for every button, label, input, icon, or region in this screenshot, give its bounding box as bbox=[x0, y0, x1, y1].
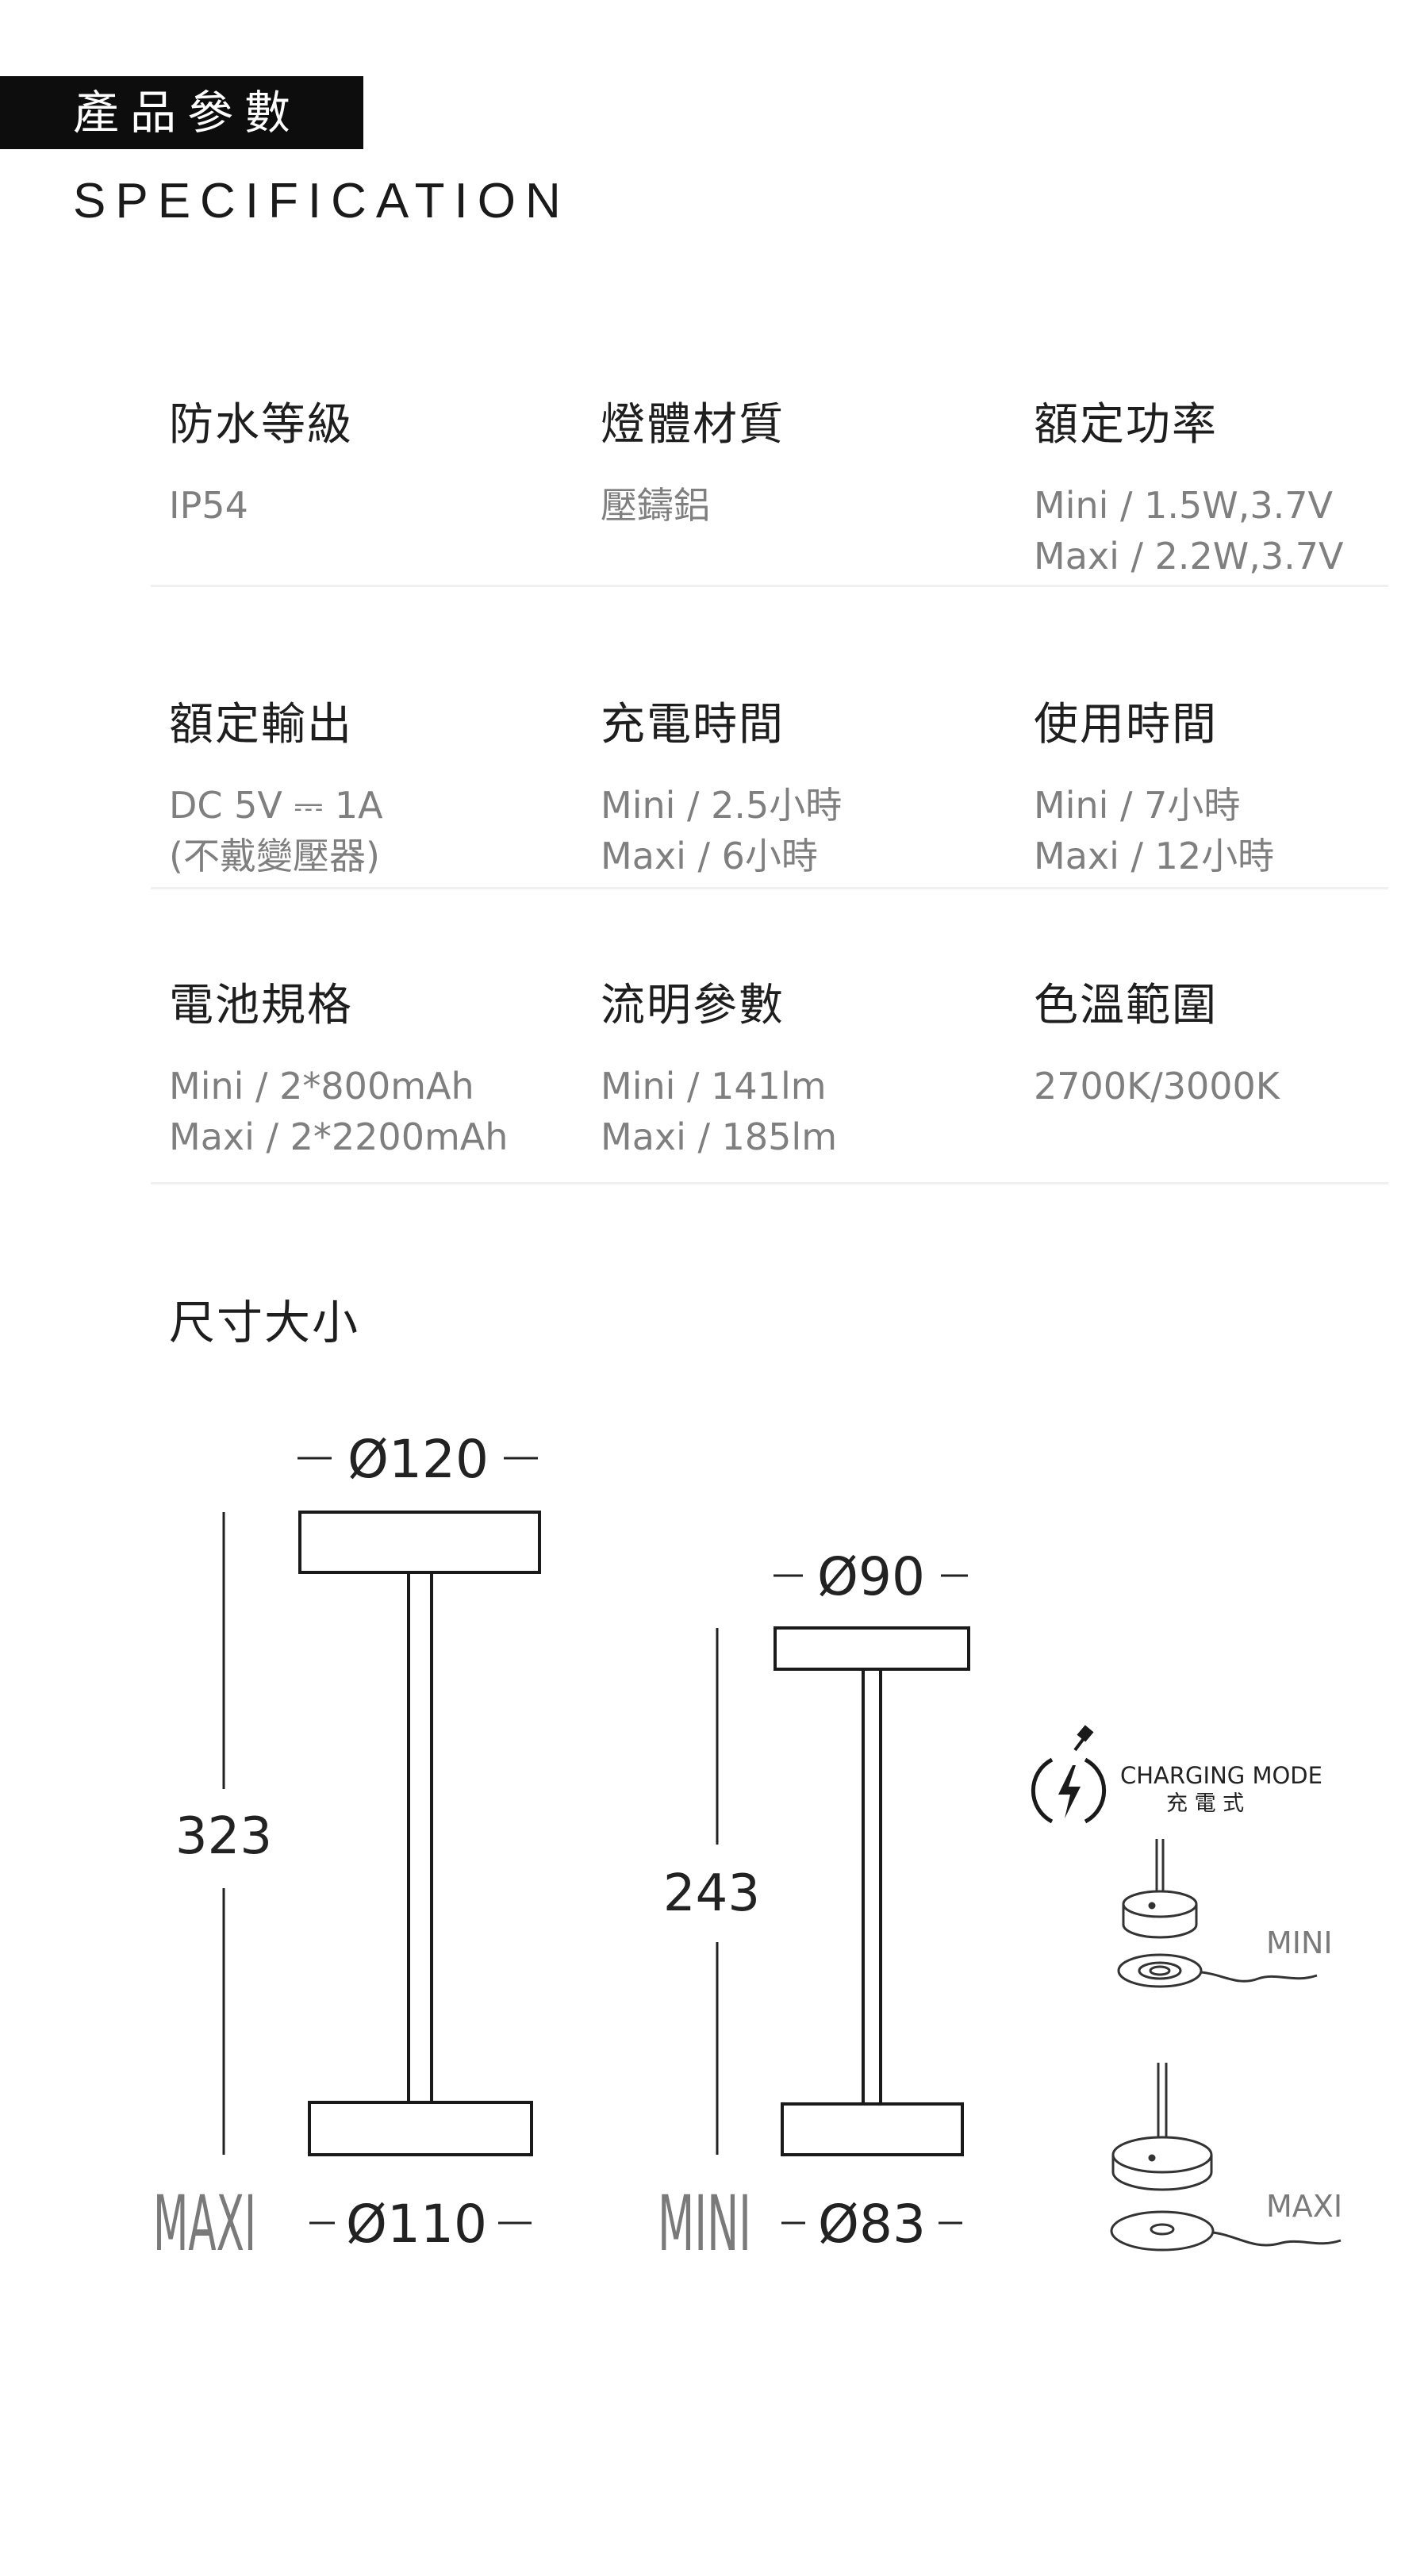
mini-lamp-stem bbox=[862, 1668, 882, 2106]
maxi-lamp-head bbox=[298, 1511, 541, 1574]
spec-value-line: Maxi / 2*2200mAh bbox=[169, 1115, 509, 1158]
maxi-top-dimension: Ø120 bbox=[298, 1429, 538, 1490]
spec-value: Mini / 7小時 Maxi / 12小時 bbox=[1034, 780, 1274, 881]
divider bbox=[151, 1182, 1388, 1184]
divider bbox=[151, 585, 1388, 587]
spec-value-line: Mini / 2*800mAh bbox=[169, 1065, 474, 1108]
spec-item-charging-time: 充電時間 Mini / 2.5小時 Maxi / 6小時 bbox=[601, 689, 842, 881]
maxi-base-diameter: Ø110 bbox=[346, 2194, 487, 2255]
charging-mode-en: CHARGING MODE bbox=[1120, 1762, 1322, 1789]
spec-value-line: Mini / 7小時 bbox=[1034, 784, 1241, 827]
spec-value: Mini / 141lm Maxi / 185lm bbox=[601, 1061, 837, 1162]
spec-item-waterproof: 防水等級 IP54 bbox=[169, 389, 353, 531]
spec-value-line: Mini / 141lm bbox=[601, 1065, 827, 1108]
spec-value-line: Maxi / 2.2W,3.7V bbox=[1034, 535, 1344, 578]
spec-label: 電池規格 bbox=[169, 980, 353, 1031]
spec-label: 額定功率 bbox=[1034, 399, 1218, 451]
maxi-lamp-base bbox=[308, 2101, 533, 2156]
maxi-height-dimension: 323 bbox=[175, 1512, 272, 2155]
size-section-title: 尺寸大小 bbox=[169, 1296, 360, 1349]
spec-label: 額定輸出 bbox=[169, 699, 353, 751]
spec-label: 充電時間 bbox=[601, 699, 785, 751]
mini-model-label: MINI bbox=[658, 2179, 751, 2268]
mini-base-diameter: Ø83 bbox=[818, 2194, 926, 2255]
section-title-en: SPECIFICATION bbox=[73, 174, 570, 228]
mini-lamp-drawing bbox=[774, 1626, 970, 2156]
maxi-top-diameter: Ø120 bbox=[347, 1429, 489, 1490]
spec-item-rated-power: 額定功率 Mini / 1.5W,3.7V Maxi / 2.2W,3.7V bbox=[1034, 389, 1344, 582]
spec-value-line: 2700K/3000K bbox=[1034, 1065, 1280, 1108]
divider bbox=[151, 887, 1388, 889]
wireless-charging-icon bbox=[1031, 1725, 1107, 1824]
mini-base-dimension: Ø83 bbox=[781, 2194, 962, 2255]
maxi-height-value: 323 bbox=[175, 1807, 272, 1866]
spec-value: 2700K/3000K bbox=[1034, 1061, 1280, 1111]
mini-height-dimension: 243 bbox=[663, 1628, 760, 2155]
spec-value-line: Mini / 2.5小時 bbox=[601, 784, 843, 827]
section-title-zh: 產品參數 bbox=[0, 76, 363, 149]
mini-top-dimension: Ø90 bbox=[774, 1546, 968, 1607]
spec-value-line: Mini / 1.5W,3.7V bbox=[1034, 484, 1334, 527]
spec-label: 防水等級 bbox=[169, 399, 353, 451]
spec-value-line: (不戴變壓器) bbox=[169, 835, 380, 877]
charging-maxi-label: MAXI bbox=[1266, 2189, 1342, 2224]
spec-item-rated-output: 額定輸出 DC 5V ⎓ 1A (不戴變壓器) bbox=[169, 689, 383, 881]
mini-charging-illustration bbox=[1117, 1839, 1318, 1988]
spec-value-line: Maxi / 6小時 bbox=[601, 835, 818, 877]
spec-value-line: DC 5V ⎓ 1A bbox=[169, 784, 383, 827]
spec-item-battery: 電池規格 Mini / 2*800mAh Maxi / 2*2200mAh bbox=[169, 969, 508, 1162]
spec-item-color-temp: 色溫範圍 2700K/3000K bbox=[1034, 969, 1280, 1111]
spec-label: 色溫範圍 bbox=[1034, 980, 1218, 1031]
mini-top-diameter: Ø90 bbox=[817, 1546, 925, 1607]
spec-value: DC 5V ⎓ 1A (不戴變壓器) bbox=[169, 780, 383, 881]
spec-value: 壓鑄鋁 bbox=[601, 480, 785, 531]
spec-value-line: IP54 bbox=[169, 484, 248, 527]
spec-value: IP54 bbox=[169, 480, 353, 531]
spec-label: 燈體材質 bbox=[601, 399, 785, 451]
maxi-base-dimension: Ø110 bbox=[309, 2194, 532, 2255]
spec-label: 流明參數 bbox=[601, 980, 785, 1031]
spec-value-line: Maxi / 185lm bbox=[601, 1115, 838, 1158]
mini-lamp-base bbox=[781, 2102, 964, 2156]
mini-height-value: 243 bbox=[663, 1864, 760, 1923]
spec-value: Mini / 2.5小時 Maxi / 6小時 bbox=[601, 780, 842, 881]
maxi-charging-illustration bbox=[1110, 2063, 1342, 2252]
spec-value-line: Maxi / 12小時 bbox=[1034, 835, 1275, 877]
charging-mode-zh: 充 電 式 bbox=[1166, 1791, 1244, 1816]
spec-value: Mini / 1.5W,3.7V Maxi / 2.2W,3.7V bbox=[1034, 480, 1344, 582]
maxi-lamp-drawing bbox=[298, 1511, 541, 2156]
maxi-model-label: MAXI bbox=[153, 2179, 256, 2268]
spec-value-line: 壓鑄鋁 bbox=[601, 484, 710, 527]
spec-value: Mini / 2*800mAh Maxi / 2*2200mAh bbox=[169, 1061, 508, 1162]
spec-item-material: 燈體材質 壓鑄鋁 bbox=[601, 389, 785, 531]
charging-mini-label: MINI bbox=[1266, 1925, 1333, 1960]
spec-item-lumen: 流明參數 Mini / 141lm Maxi / 185lm bbox=[601, 969, 837, 1162]
mini-lamp-head bbox=[774, 1626, 970, 1671]
maxi-lamp-stem bbox=[407, 1571, 433, 2104]
spec-item-usage-time: 使用時間 Mini / 7小時 Maxi / 12小時 bbox=[1034, 689, 1274, 881]
spec-label: 使用時間 bbox=[1034, 699, 1218, 751]
